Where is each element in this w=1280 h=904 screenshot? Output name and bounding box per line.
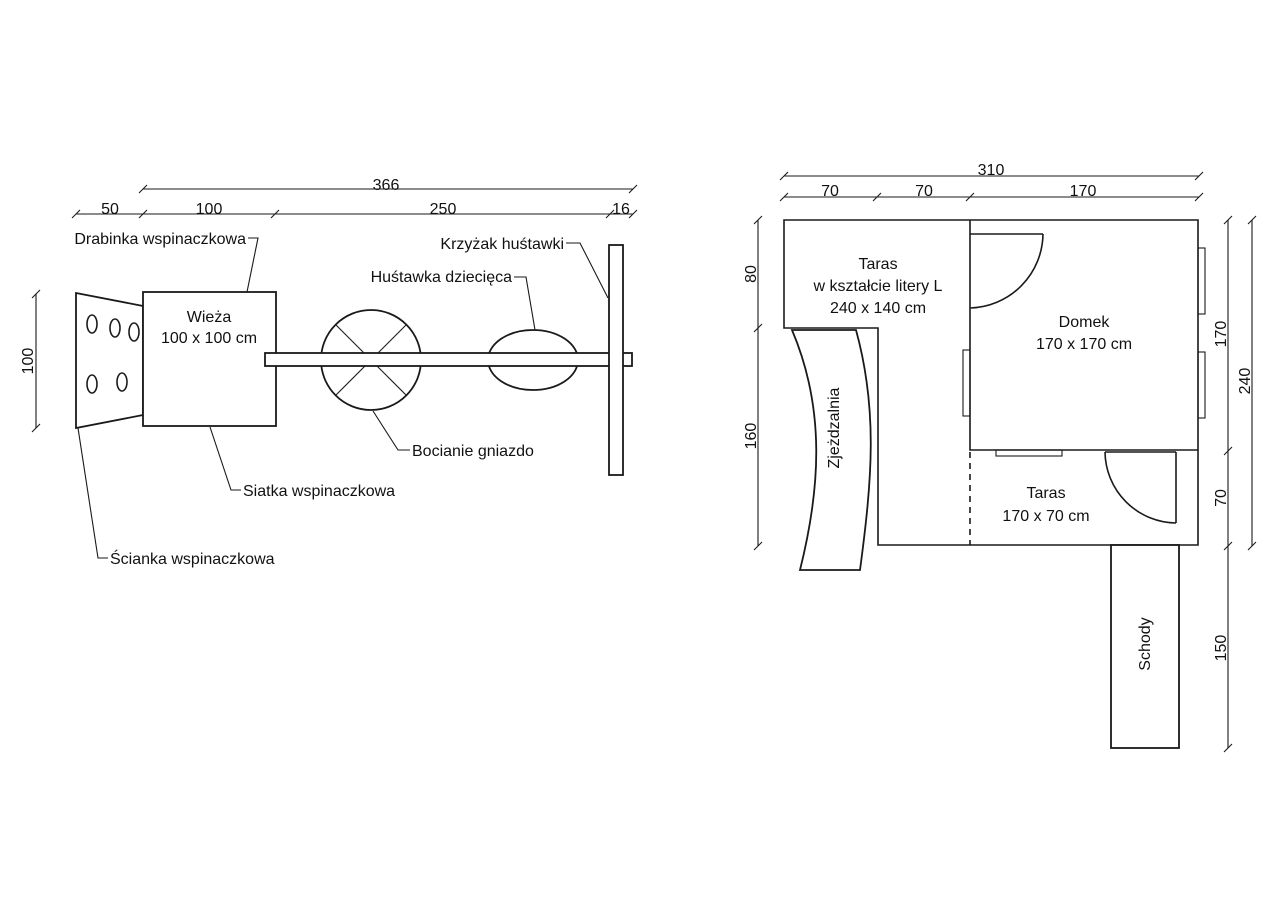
dim-right-vertical: 170 70 150 [1213,215,1233,753]
terrace-l-size: 240 x 140 cm [830,300,926,317]
tower-box: Wieża 100 x 100 cm [142,291,277,427]
dim-label-seg2: 70 [915,183,933,200]
climbing-hold-icon [109,318,121,338]
terrace-l-subtitle: w kształcie litery L [813,278,943,295]
dim-label-100: 100 [196,201,223,218]
window-left [962,349,971,417]
callout-stork-nest: Bocianie gniazdo [372,410,534,460]
dim-label-seg1: 70 [821,183,839,200]
climbing-wall-label: Ścianka wspinaczkowa [110,549,275,568]
dim-total-310: 310 [779,162,1204,181]
door-top [969,233,1044,309]
dim-label-depth-100: 100 [20,348,37,375]
stork-nest-label: Bocianie gniazdo [412,443,534,460]
slide-label: Zjeżdzalnia [826,387,843,468]
platform-outline [783,219,1199,546]
dim-label-366: 366 [373,177,400,194]
swing-frame-label: Krzyżak huśtawki [440,236,564,253]
dim-label-left-bottom: 160 [743,423,760,450]
callout-climbing-net: Siatka wspinaczkowa [209,426,395,500]
window-bottom [995,449,1063,457]
climbing-hold-icon [128,322,140,342]
swing-beam [264,352,633,367]
callout-climbing-wall: Ścianka wspinaczkowa [77,427,275,568]
dim-label-250: 250 [430,201,457,218]
climbing-hold-icon [116,372,128,392]
climbing-wall-shape [75,291,144,430]
tower-title: Wieża [187,309,232,326]
dim-row-segments: 50 100 250 16 [71,201,638,219]
house-size: 170 x 170 cm [1036,336,1132,353]
right-plan: 310 70 70 170 80 160 [743,162,1257,753]
house-title: Domek [1059,314,1111,331]
dim-total-366: 366 [138,177,638,194]
terrace-l-title: Taras [858,256,897,273]
dim-label-right-lower: 70 [1213,489,1230,507]
stairs-label: Schody [1137,617,1154,670]
dim-label-right-upper: 170 [1213,321,1230,348]
tower-size: 100 x 100 cm [161,330,257,347]
callout-swing-frame: Krzyżak huśtawki [440,236,609,299]
stairs-shape: Schody [1110,544,1180,749]
dim-label-50: 50 [101,201,119,218]
dim-right-total-240: 240 [1237,215,1257,551]
dim-label-310: 310 [978,162,1005,179]
ladder-label: Drabinka wspinaczkowa [74,231,246,248]
dim-row-right-segments: 70 70 170 [779,183,1204,202]
dim-left-vertical: 80 160 [743,215,763,551]
window-right-top [1197,247,1206,315]
callout-kids-swing: Huśtawka dziecięca [371,269,536,331]
kids-swing-label: Huśtawka dziecięca [371,269,513,286]
dim-label-left-top: 80 [743,265,760,283]
dim-depth-100: 100 [20,289,41,433]
terrace-small-size: 170 x 70 cm [1002,508,1089,525]
climbing-hold-icon [86,374,98,394]
dim-label-16: 16 [612,201,630,218]
door-bottom [1104,451,1177,524]
house-walls [969,220,1198,451]
climbing-hold-icon [86,314,98,334]
dim-label-stairs: 150 [1213,635,1230,662]
swing-frame-post [608,244,624,476]
slide-shape: Zjeżdzalnia [790,329,872,571]
dim-label-240: 240 [1237,368,1254,395]
left-plan: 366 50 100 250 16 100 [20,177,638,568]
window-right-bottom [1197,351,1206,419]
callout-ladder: Drabinka wspinaczkowa [74,231,259,293]
climbing-net-label: Siatka wspinaczkowa [243,483,395,500]
dim-label-seg3: 170 [1070,183,1097,200]
terrace-small-title: Taras [1026,485,1065,502]
